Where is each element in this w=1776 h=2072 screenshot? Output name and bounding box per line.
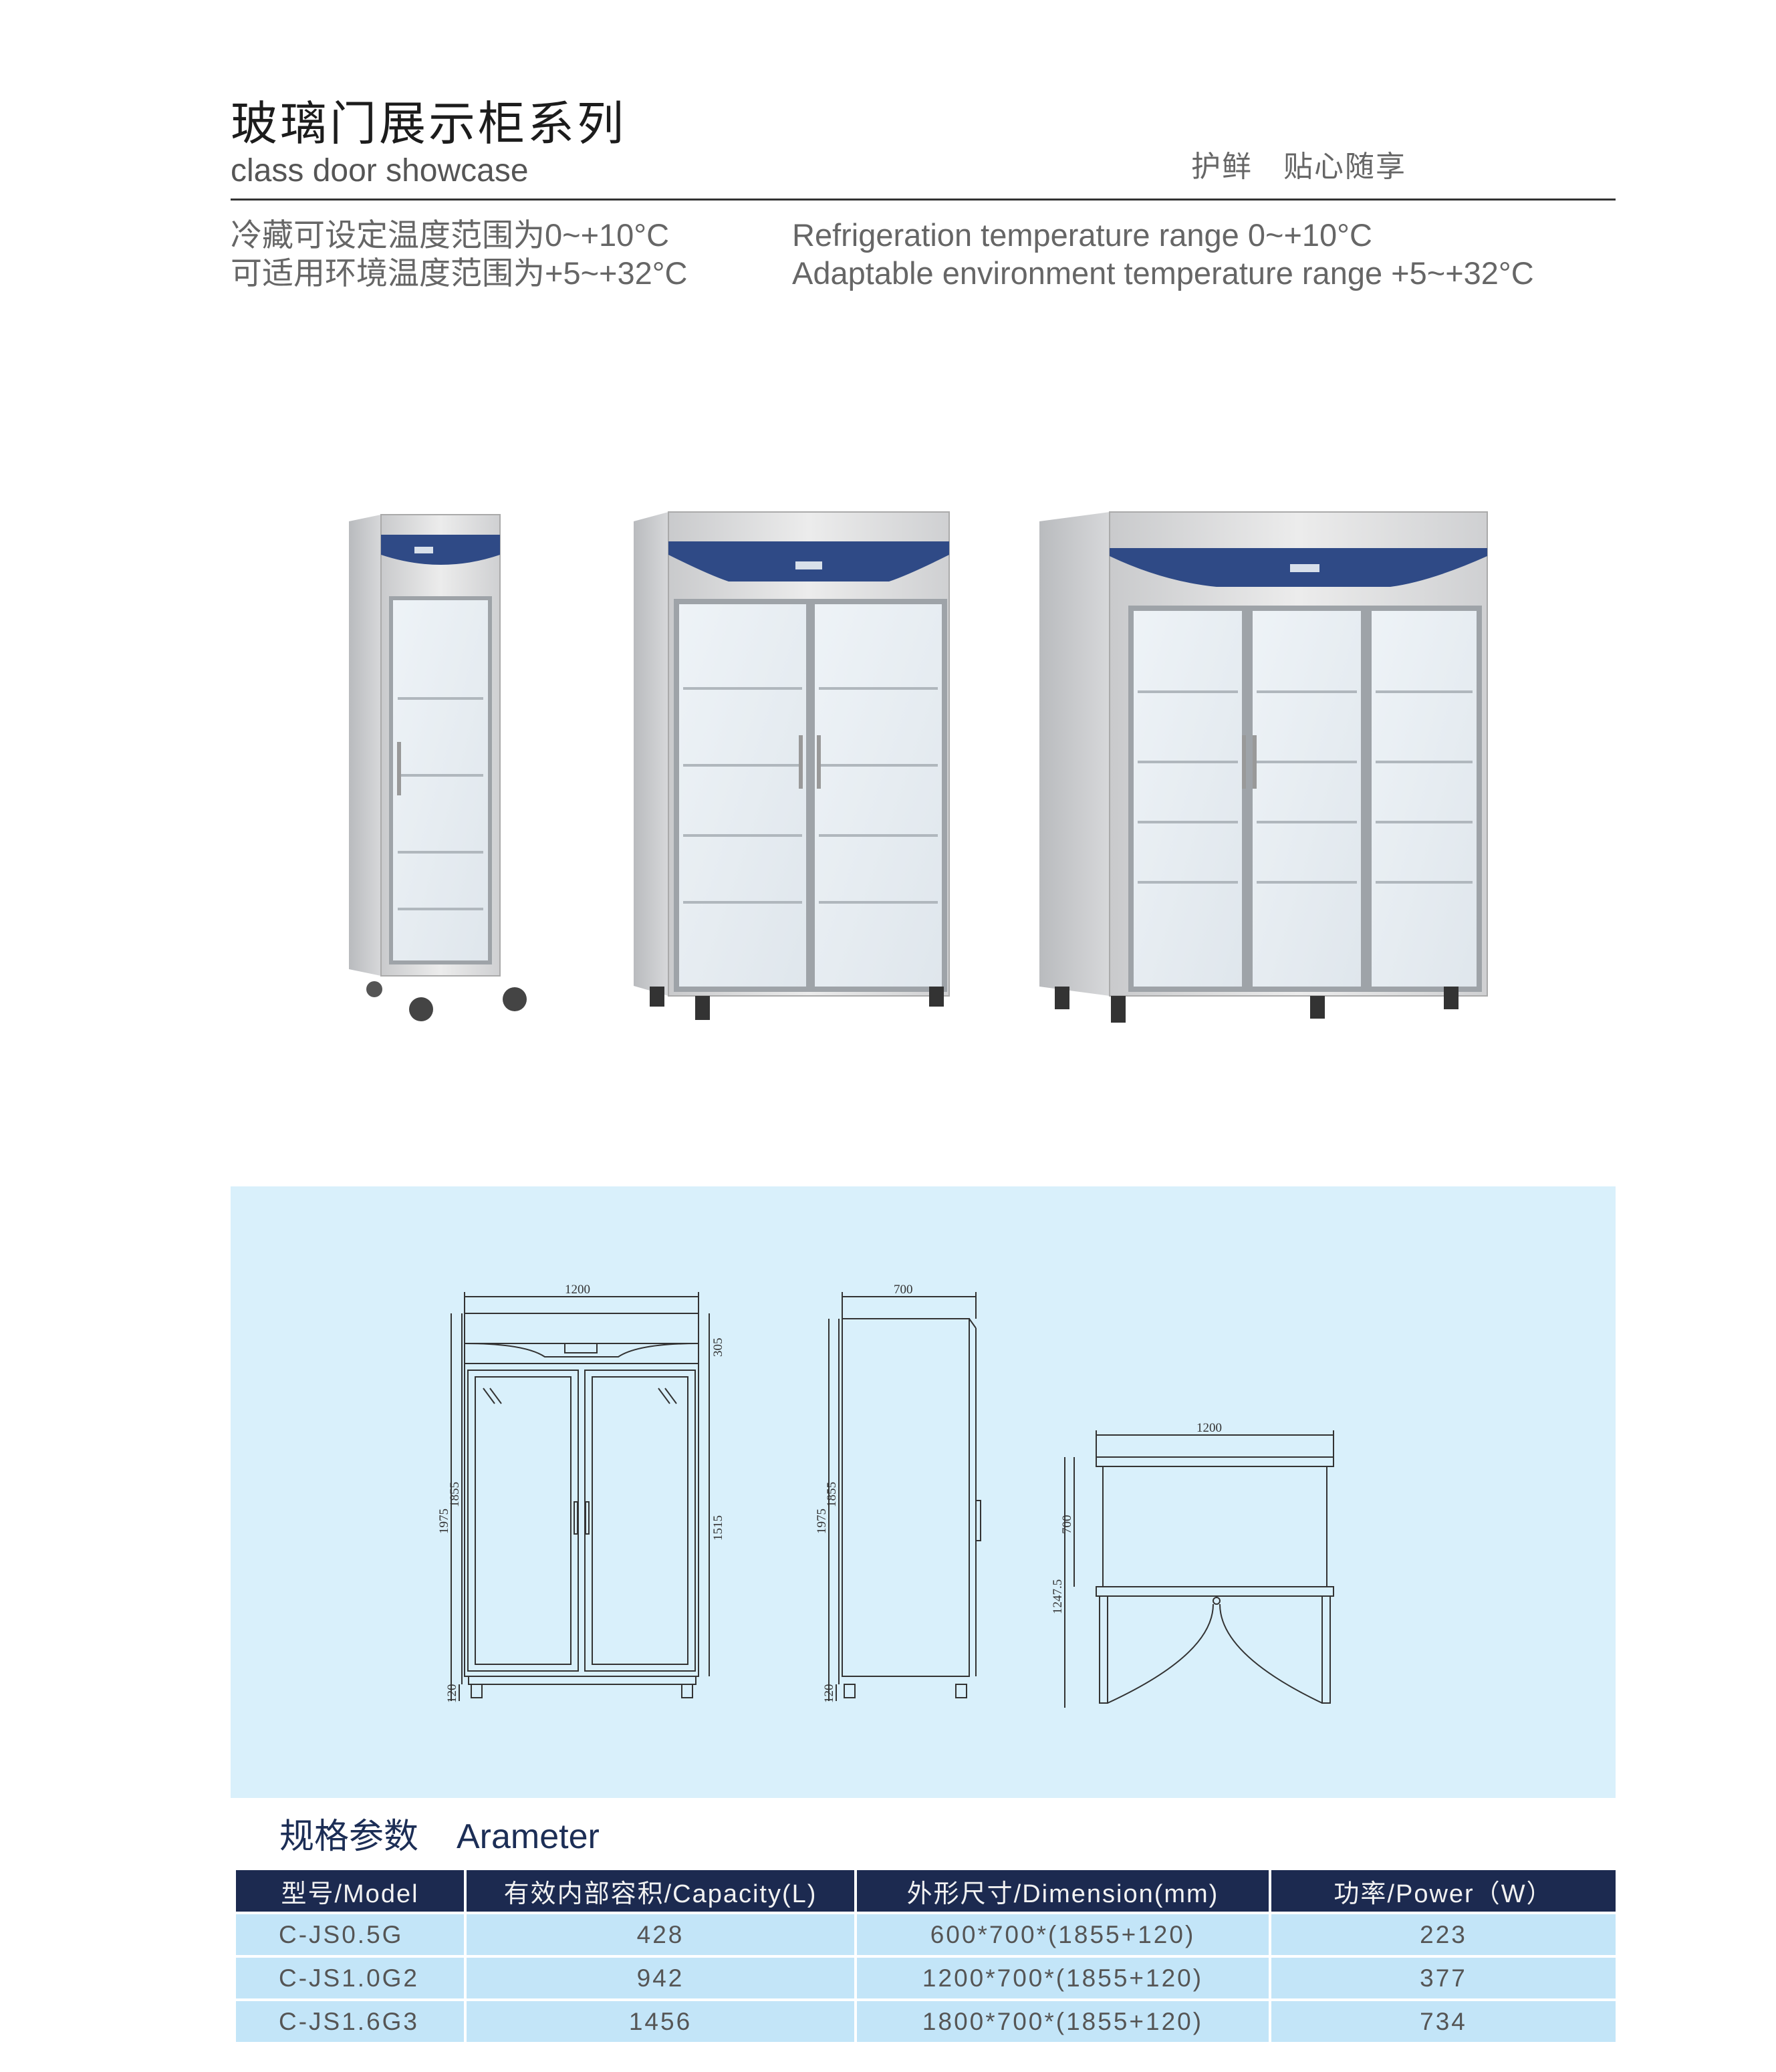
spec-env-range-en: Adaptable environment temperature range …	[792, 255, 1534, 291]
dim-side-total-height: 1975	[815, 1509, 829, 1534]
top-view	[1064, 1430, 1334, 1708]
dim-top-width: 1200	[1196, 1421, 1222, 1435]
cell-model: C-JS1.0G2	[236, 1955, 467, 2000]
cell-capacity: 428	[465, 1912, 857, 1956]
dim-side-depth: 700	[894, 1283, 913, 1297]
cell-dimension: 1800*700*(1855+120)	[856, 1998, 1271, 2042]
table-header-row: 型号/Model 有效内部容积/Capacity(L) 外形尺寸/Dimensi…	[236, 1870, 1616, 1913]
technical-drawing: 1200 305 1975 1855 1515 120 700 1975 185…	[437, 1283, 1334, 1708]
table-row: C-JS0.5G 428 600*700*(1855+120) 223	[236, 1912, 1616, 1956]
cell-capacity: 942	[465, 1955, 857, 2000]
dim-front-body-height: 1855	[448, 1482, 462, 1507]
dim-front-leg-height: 120	[445, 1684, 459, 1704]
dim-front-total-height: 1975	[437, 1509, 451, 1534]
control-panel	[381, 535, 500, 565]
table-row: C-JS1.0G2 942 1200*700*(1855+120) 377	[236, 1955, 1616, 2000]
cell-power: 223	[1270, 1912, 1616, 1956]
page-title: 玻璃门展示柜系列	[231, 98, 626, 150]
dim-front-top-height: 305	[711, 1338, 725, 1357]
dim-top-open-depth: 1247.5	[1051, 1579, 1065, 1614]
dim-top-depth: 700	[1060, 1515, 1074, 1535]
product-photo	[349, 511, 1488, 1023]
header-model: 型号/Model	[236, 1870, 467, 1913]
dim-front-door-height: 1515	[711, 1515, 725, 1541]
slogan: 护鲜 贴心随享	[1191, 150, 1406, 183]
params-title-en: Arameter	[457, 1817, 600, 1856]
spec-table: 型号/Model 有效内部容积/Capacity(L) 外形尺寸/Dimensi…	[236, 1870, 1616, 2042]
cell-power: 377	[1270, 1955, 1616, 2000]
cabinet-single-door	[349, 514, 527, 1021]
page-subtitle: class door showcase	[231, 153, 529, 188]
header-dimension: 外形尺寸/Dimension(mm)	[856, 1870, 1271, 1913]
cell-dimension: 600*700*(1855+120)	[856, 1912, 1271, 1956]
cabinet-double-door	[634, 511, 950, 1020]
dim-front-width: 1200	[565, 1283, 590, 1297]
cell-model: C-JS1.6G3	[236, 1998, 467, 2042]
header-divider	[231, 199, 1616, 201]
header-capacity: 有效内部容积/Capacity(L)	[465, 1870, 857, 1913]
params-title-cn: 规格参数	[279, 1817, 419, 1856]
cell-capacity: 1456	[465, 1998, 857, 2042]
side-view	[828, 1292, 981, 1701]
spec-temp-range-cn: 冷藏可设定温度范围为0~+10°C	[231, 217, 670, 253]
cell-dimension: 1200*700*(1855+120)	[856, 1955, 1271, 2000]
technical-drawing-panel: 1200 305 1975 1855 1515 120 700 1975 185…	[231, 1186, 1616, 1798]
header-power: 功率/Power（W）	[1270, 1870, 1616, 1913]
front-view	[451, 1292, 710, 1701]
door-handle	[397, 742, 401, 795]
cell-power: 734	[1270, 1998, 1616, 2042]
cell-model: C-JS0.5G	[236, 1912, 467, 1956]
dim-side-body-height: 1855	[825, 1482, 839, 1507]
table-row: C-JS1.6G3 1456 1800*700*(1855+120) 734	[236, 1998, 1616, 2042]
spec-temp-range-en: Refrigeration temperature range 0~+10°C	[792, 217, 1372, 253]
dim-side-leg-height: 120	[822, 1684, 836, 1704]
spec-env-range-cn: 可适用环境温度范围为+5~+32°C	[231, 255, 688, 291]
cabinet-triple-door	[1039, 511, 1488, 1023]
